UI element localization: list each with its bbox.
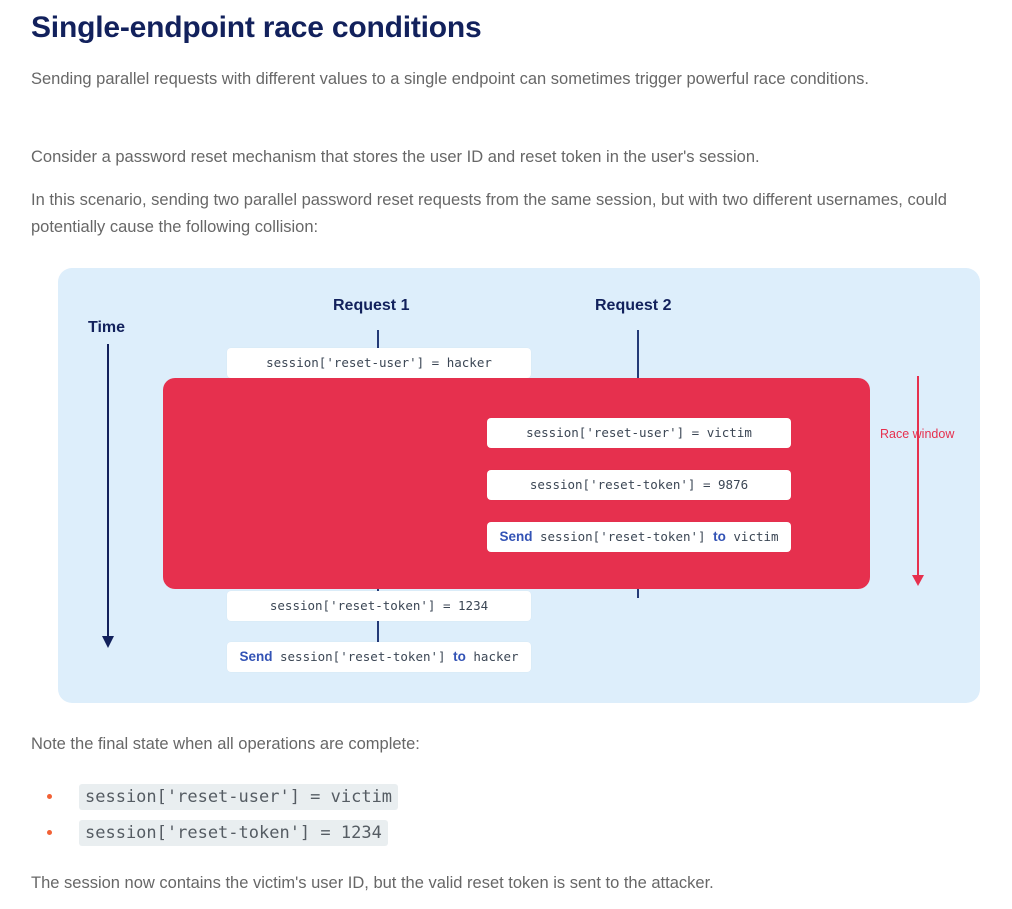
column-label-request-1: Request 1: [333, 297, 410, 314]
event-box-r2-set-user: session['reset-user'] = victim: [487, 418, 791, 448]
event-code: session['reset-token']: [540, 529, 706, 544]
final-state-code: session['reset-user'] = victim: [79, 784, 399, 810]
paragraph-intro: Sending parallel requests with different…: [31, 70, 870, 88]
event-target: victim: [733, 529, 779, 544]
paragraph-note: Note the final state when all operations…: [31, 735, 420, 753]
bullet-icon: [47, 794, 52, 799]
event-box-r2-set-token: session['reset-token'] = 9876: [487, 470, 791, 500]
final-state-code: session['reset-token'] = 1234: [79, 820, 388, 846]
bullet-icon: [47, 830, 52, 835]
final-state-list: session['reset-user'] = victim session['…: [31, 779, 631, 851]
event-keyword-send: Send: [239, 649, 273, 664]
time-arrow-shaft: [107, 344, 109, 641]
event-keyword-to: to: [713, 529, 726, 544]
race-window-arrow-icon: [911, 376, 925, 592]
event-box-r1-send-token: Send session['reset-token'] to hacker: [227, 642, 531, 672]
event-target: hacker: [473, 649, 519, 664]
event-box-r1-set-user: session['reset-user'] = hacker: [227, 348, 531, 378]
paragraph-consider: Consider a password reset mechanism that…: [31, 148, 760, 166]
event-keyword-send: Send: [499, 529, 533, 544]
race-window-label: Race window: [880, 427, 955, 441]
time-arrow-icon: [102, 344, 114, 654]
time-arrow-head: [102, 636, 114, 648]
event-keyword-to: to: [453, 649, 466, 664]
event-code: session['reset-token']: [280, 649, 446, 664]
column-label-request-2: Request 2: [595, 297, 672, 314]
event-box-r1-set-token: session['reset-token'] = 1234: [227, 591, 531, 621]
paragraph-scenario: In this scenario, sending two parallel p…: [31, 191, 947, 236]
race-window-arrow-shaft: [917, 376, 919, 579]
race-condition-diagram: Time Request 1 Request 2 Race window ses…: [58, 268, 980, 703]
paragraph-conclusion: The session now contains the victim's us…: [31, 874, 714, 892]
race-window-arrow-head: [912, 575, 924, 586]
list-item: session['reset-user'] = victim: [31, 779, 631, 815]
list-item: session['reset-token'] = 1234: [31, 815, 631, 851]
time-axis-label: Time: [88, 319, 126, 336]
event-box-r2-send-token: Send session['reset-token'] to victim: [487, 522, 791, 552]
page-title: Single-endpoint race conditions: [31, 11, 482, 44]
